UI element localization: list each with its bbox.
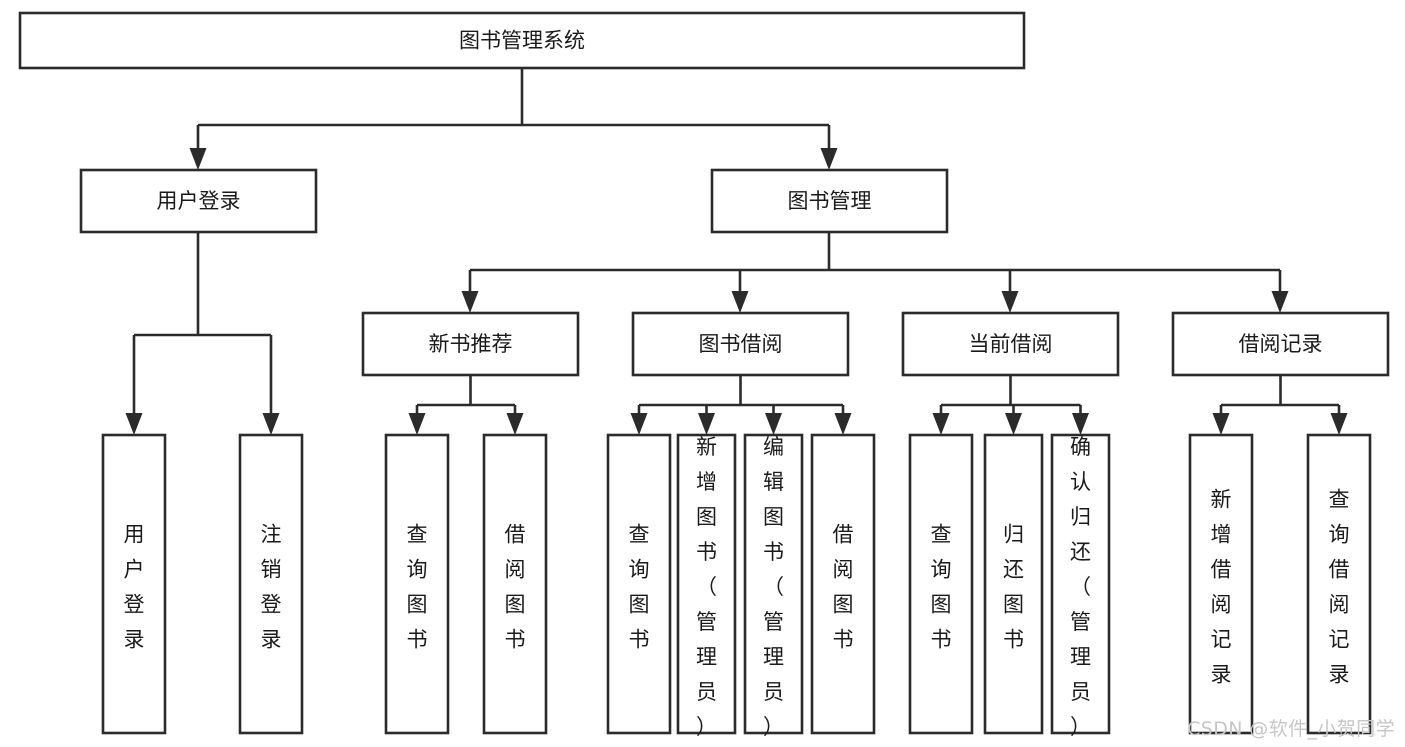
node-label-leaf-logout-login: 注销登录 — [261, 522, 282, 651]
node-label-leaf-borrow-book-2: 借阅图书 — [833, 522, 854, 651]
nodes-layer: 图书管理系统用户登录图书管理新书推荐图书借阅当前借阅借阅记录用户登录注销登录查询… — [18, 11, 1390, 739]
node-leaf-borrow-book-1[interactable]: 借阅图书 — [482, 433, 548, 735]
node-box-leaf-add-borrow-record[interactable] — [1188, 433, 1254, 735]
node-label-borrow-record: 借阅记录 — [1239, 332, 1323, 356]
group-new-book-recommend-leaf-0-arrow — [408, 413, 426, 435]
node-leaf-query-book-3[interactable]: 查询图书 — [908, 433, 974, 735]
node-box-borrow-record[interactable] — [1171, 311, 1390, 377]
node-box-current-borrow[interactable] — [901, 311, 1120, 377]
node-box-leaf-confirm-return-admin[interactable] — [1050, 433, 1111, 735]
node-label-undefined: 图书管理系统 — [459, 29, 585, 53]
node-new-book-recommend[interactable]: 新书推荐 — [361, 311, 580, 377]
node-box-leaf-query-book-1[interactable] — [384, 433, 450, 735]
group-current-borrow-leaf-1-arrow — [1005, 413, 1022, 435]
book-manage-child-0-arrow — [461, 291, 479, 313]
group-book-borrow-leaf-2-arrow — [765, 413, 782, 435]
node-leaf-query-book-2[interactable]: 查询图书 — [606, 433, 672, 735]
node-box-leaf-edit-book-admin[interactable] — [743, 433, 804, 735]
node-label-leaf-user-login: 用户登录 — [124, 522, 145, 651]
node-label-leaf-borrow-book-1: 借阅图书 — [505, 522, 526, 651]
node-leaf-logout-login[interactable]: 注销登录 — [238, 433, 304, 735]
book-manage-child-2-arrow — [1001, 291, 1019, 313]
node-box-undefined[interactable] — [18, 11, 1026, 70]
node-leaf-edit-book-admin[interactable]: 编辑图书（管理员） — [743, 433, 804, 739]
book-manage-child-3-arrow — [1271, 291, 1289, 313]
user-login-leaf-1-arrow — [262, 413, 280, 435]
group-borrow-record-leaf-0-arrow — [1212, 413, 1230, 435]
node-label-leaf-add-book-admin: 新增图书（管理员） — [696, 435, 717, 739]
node-borrow-record[interactable]: 借阅记录 — [1171, 311, 1390, 377]
csdn-watermark: CSDN @软件_小贺同学 — [1187, 718, 1395, 740]
node-box-leaf-query-book-2[interactable] — [606, 433, 672, 735]
node-book-manage[interactable]: 图书管理 — [710, 168, 949, 234]
node-box-leaf-return-book[interactable] — [983, 433, 1044, 735]
node-leaf-borrow-book-2[interactable]: 借阅图书 — [810, 433, 876, 735]
node-leaf-query-borrow-record[interactable]: 查询借阅记录 — [1306, 433, 1372, 735]
user-login-leaf-0-arrow — [125, 413, 143, 435]
node-label-book-borrow: 图书借阅 — [699, 332, 783, 356]
node-box-book-borrow[interactable] — [631, 311, 850, 377]
node-box-leaf-user-login[interactable] — [101, 433, 167, 735]
group-new-book-recommend-leaf-1-arrow — [506, 413, 524, 435]
node-book-borrow[interactable]: 图书借阅 — [631, 311, 850, 377]
node-user-login[interactable]: 用户登录 — [79, 168, 318, 234]
group-book-borrow-leaf-1-arrow — [698, 413, 715, 435]
node-label-leaf-query-book-3: 查询图书 — [931, 522, 952, 651]
node-box-leaf-logout-login[interactable] — [238, 433, 304, 735]
node-leaf-add-book-admin[interactable]: 新增图书（管理员） — [676, 433, 737, 739]
connectors-layer — [125, 68, 1348, 435]
node-leaf-query-book-1[interactable]: 查询图书 — [384, 433, 450, 735]
node-leaf-return-book[interactable]: 归还图书 — [983, 433, 1044, 735]
node-box-leaf-borrow-book-1[interactable] — [482, 433, 548, 735]
node-box-book-manage[interactable] — [710, 168, 949, 234]
root-child-0-arrow — [189, 148, 207, 170]
node-box-leaf-query-borrow-record[interactable] — [1306, 433, 1372, 735]
node-leaf-user-login[interactable]: 用户登录 — [101, 433, 167, 735]
node-label-leaf-query-book-2: 查询图书 — [629, 522, 650, 651]
node-label-user-login: 用户登录 — [157, 189, 241, 213]
node-label-current-borrow: 当前借阅 — [969, 332, 1053, 356]
node-current-borrow[interactable]: 当前借阅 — [901, 311, 1120, 377]
node-undefined[interactable]: 图书管理系统 — [18, 11, 1026, 70]
group-current-borrow-leaf-2-arrow — [1072, 413, 1089, 435]
node-label-leaf-query-book-1: 查询图书 — [407, 522, 428, 651]
group-book-borrow-leaf-3-arrow — [834, 413, 852, 435]
node-label-book-manage: 图书管理 — [788, 189, 872, 213]
node-leaf-confirm-return-admin[interactable]: 确认归还（管理员） — [1050, 433, 1111, 739]
node-box-new-book-recommend[interactable] — [361, 311, 580, 377]
node-label-new-book-recommend: 新书推荐 — [429, 332, 513, 356]
group-borrow-record-leaf-1-arrow — [1330, 413, 1348, 435]
book-manage-child-1-arrow — [731, 291, 749, 313]
root-child-1-arrow — [820, 148, 838, 170]
node-box-leaf-query-book-3[interactable] — [908, 433, 974, 735]
node-box-user-login[interactable] — [79, 168, 318, 234]
node-label-leaf-confirm-return-admin: 确认归还（管理员） — [1070, 435, 1091, 739]
group-book-borrow-leaf-0-arrow — [630, 413, 648, 435]
node-label-leaf-query-borrow-record: 查询借阅记录 — [1329, 487, 1350, 686]
node-leaf-add-borrow-record[interactable]: 新增借阅记录 — [1188, 433, 1254, 735]
node-label-leaf-add-borrow-record: 新增借阅记录 — [1211, 487, 1232, 686]
node-box-leaf-add-book-admin[interactable] — [676, 433, 737, 735]
node-box-leaf-borrow-book-2[interactable] — [810, 433, 876, 735]
node-label-leaf-edit-book-admin: 编辑图书（管理员） — [763, 435, 784, 739]
node-label-leaf-return-book: 归还图书 — [1003, 522, 1024, 651]
group-current-borrow-leaf-0-arrow — [932, 413, 950, 435]
